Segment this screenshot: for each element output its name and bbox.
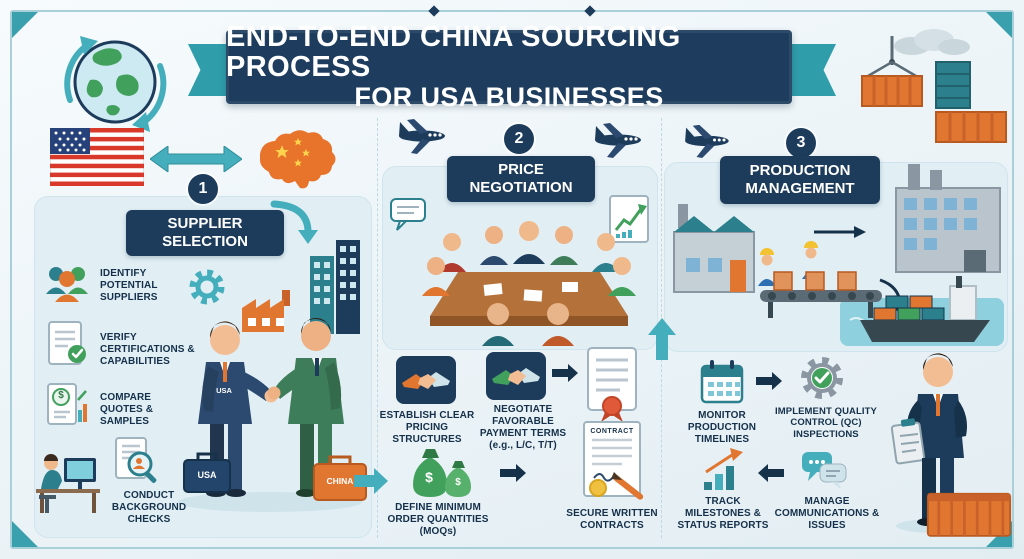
title-banner: END-TO-END CHINA SOURCING PROCESS FOR US… xyxy=(226,22,792,111)
factory-logistics-illustration xyxy=(664,162,1008,352)
step-number: 3 xyxy=(796,134,806,151)
step-number: 2 xyxy=(514,130,524,147)
flow-arrow-up-icon xyxy=(648,318,676,360)
step-number-badge: 1 xyxy=(188,174,218,204)
background-check-desk-icon xyxy=(34,442,102,516)
china-briefcase-label: CHINA xyxy=(326,476,354,486)
corner-triangle-icon xyxy=(986,12,1012,38)
calendar-icon xyxy=(700,360,744,404)
diamond-ornament-icon xyxy=(428,5,440,17)
speech-bubble-icon xyxy=(390,198,430,232)
curved-arrow-down-icon xyxy=(268,198,320,244)
certificate-icon xyxy=(46,320,88,368)
money-bags-icon xyxy=(406,446,472,498)
growth-chart-document-icon xyxy=(608,194,650,244)
shipping-container-icon xyxy=(926,486,1012,540)
cloud-icon xyxy=(888,26,972,56)
negotiation-meeting-illustration xyxy=(406,208,652,346)
milestone-chart-icon xyxy=(702,448,746,492)
background-check-magnifier-icon xyxy=(112,436,160,484)
factory-small-icon xyxy=(238,288,294,332)
airplane-icon xyxy=(392,116,450,154)
usa-suit-label: USA xyxy=(216,386,232,395)
contract-icon xyxy=(578,420,652,508)
dollar-glyph: $ xyxy=(455,477,461,488)
qc-gear-icon xyxy=(798,354,846,402)
dollar-glyph: $ xyxy=(425,469,433,485)
step-label: VERIFY CERTIFICATIONS & CAPABILITIES xyxy=(100,332,195,367)
main-title-line1: END-TO-END CHINA SOURCING PROCESS xyxy=(226,20,681,84)
handshake-icon xyxy=(396,356,456,404)
step-number: 1 xyxy=(198,180,208,197)
suppliers-people-icon xyxy=(44,262,90,304)
main-title-line2: FOR USA BUSINESSES xyxy=(354,81,664,112)
diamond-ornament-icon xyxy=(584,5,596,17)
step-label: NEGOTIATE FAVORABLE PAYMENT TERMS (e.g.,… xyxy=(479,404,567,451)
supplier-section-title: SUPPLIER SELECTION xyxy=(126,210,284,256)
usa-flag-icon xyxy=(50,128,144,186)
quotes-document-icon xyxy=(46,380,88,428)
flow-arrow-right-icon xyxy=(354,468,388,494)
step-label: COMPARE QUOTES & SAMPLES xyxy=(100,392,154,427)
arrow-left-icon xyxy=(754,464,788,482)
step-label: ESTABLISH CLEAR PRICING STRUCTURES xyxy=(379,410,475,445)
step-label: DEFINE MINIMUM ORDER QUANTITIES (MOQs) xyxy=(387,502,489,537)
contract-heading: CONTRACT xyxy=(590,428,634,435)
handshake-icon xyxy=(486,352,546,400)
step-label: MANAGE COMMUNICATIONS & ISSUES xyxy=(774,496,880,531)
chat-icon xyxy=(800,450,848,490)
buildings-icon xyxy=(306,238,364,334)
step-label: SECURE WRITTEN CONTRACTS xyxy=(566,508,658,531)
step-label: IDENTIFY POTENTIAL SUPPLIERS xyxy=(100,268,158,303)
step-number-badge: 2 xyxy=(504,124,534,154)
production-section-title: PRODUCTION MANAGEMENT xyxy=(720,156,880,204)
step-label: MONITOR PRODUCTION TIMELINES xyxy=(687,410,757,445)
section-divider xyxy=(377,118,378,538)
airplane-icon xyxy=(678,122,734,158)
crane-containers-icon xyxy=(848,36,1010,146)
arrow-right-icon xyxy=(498,464,528,482)
terms-document-icon xyxy=(584,346,640,422)
negotiation-section-title: PRICE NEGOTIATION xyxy=(447,156,595,202)
arrow-right-icon xyxy=(752,372,786,390)
gear-icon xyxy=(186,266,228,308)
dollar-glyph: $ xyxy=(58,390,64,401)
corner-triangle-icon xyxy=(12,12,38,38)
step-label: CONDUCT BACKGROUND CHECKS xyxy=(111,490,187,525)
step-label: TRACK MILESTONES & STATUS REPORTS xyxy=(677,496,769,531)
usa-briefcase-label: USA xyxy=(197,470,217,480)
airplane-icon xyxy=(588,120,646,158)
arrow-right-icon xyxy=(552,364,578,382)
china-map-icon xyxy=(242,120,346,200)
businessmen-handshake-illustration xyxy=(168,300,370,536)
step-label: IMPLEMENT QUALITY CONTROL (QC) INSPECTIO… xyxy=(775,406,877,440)
exchange-arrows-icon xyxy=(150,146,242,172)
step-number-badge: 3 xyxy=(786,128,816,158)
globe-icon xyxy=(56,28,174,140)
